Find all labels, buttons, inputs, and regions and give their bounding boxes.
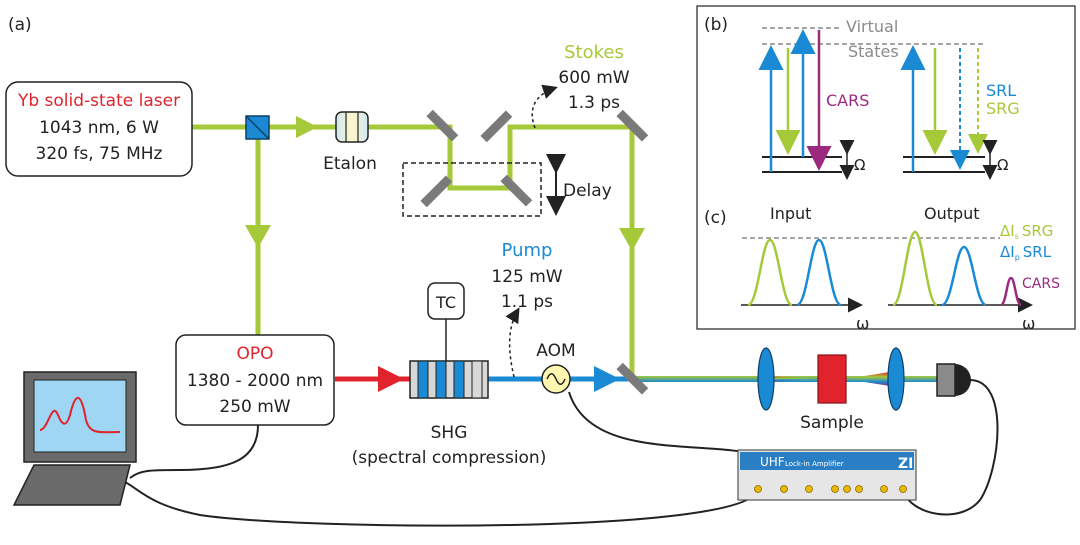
omega-label-right: Ω [997, 156, 1008, 174]
detector-icon [936, 363, 971, 397]
opo-arrow-down [245, 225, 271, 248]
input-label: Input [770, 204, 811, 223]
opo-range: 1380 - 2000 nm [187, 371, 323, 391]
shg-crystal-icon [409, 360, 489, 399]
panel-c-tag: (c) [704, 208, 727, 228]
beam-splitter-icon [245, 115, 270, 140]
output-stokes-peak [892, 230, 938, 307]
delta-ip-text: SRL [1023, 243, 1052, 261]
stokes-title: Stokes [564, 42, 624, 63]
laser-spec-2: 320 fs, 75 MHz [36, 144, 163, 164]
output-pump-peak [941, 245, 987, 307]
panel-a-tag: (a) [8, 15, 32, 35]
stokes-arrow-right [296, 116, 318, 138]
pump-duration: 1.1 ps [501, 292, 553, 312]
delta-ip-symbol: ΔI [1000, 243, 1015, 261]
delta-is-text: SRG [1022, 222, 1054, 240]
pump-power: 125 mW [491, 267, 562, 287]
lockin-amplifier: UHF Lock-in Amplifier ZI [737, 449, 917, 501]
input-stokes-peak [747, 238, 793, 307]
etalon-label: Etalon [323, 154, 377, 174]
shg-sublabel: (spectral compression) [352, 448, 547, 468]
laser-box [5, 81, 193, 177]
output-cars-label: CARS [1022, 276, 1060, 292]
delay-stage-box [402, 162, 542, 217]
opo-output-arrow [378, 366, 404, 392]
delay-label: Delay [563, 181, 612, 201]
delta-ip-sub: p [1015, 253, 1020, 262]
sample-label: Sample [800, 413, 864, 433]
output-cars-peak [1000, 276, 1022, 307]
output-label: Output [924, 204, 980, 223]
aom-label: AOM [536, 341, 575, 361]
laser-title: Yb solid-state laser [17, 91, 180, 111]
lockin-logo: ZI [898, 456, 913, 472]
etalon-icon [335, 111, 369, 143]
delta-is-sub: s [1015, 232, 1019, 241]
computer-icon [12, 371, 137, 506]
cars-label: CARS [826, 91, 869, 110]
panel-b-tag: (b) [704, 15, 728, 35]
lockin-brand: UHF [760, 455, 785, 469]
lens-2-icon [887, 347, 905, 411]
lens-1-icon [757, 347, 775, 411]
opo-box [175, 334, 335, 426]
input-axis-label: ω [856, 314, 869, 333]
delta-is-symbol: ΔI [1000, 222, 1015, 240]
tc-label: TC [435, 293, 456, 312]
srl-label: SRL [986, 81, 1016, 100]
lockin-sub: Lock-in Amplifier [785, 460, 844, 468]
focused-beam-out [845, 372, 890, 386]
stokes-power: 600 mW [558, 68, 629, 88]
delay-mirrors [420, 109, 649, 395]
virtual-label: Virtual [846, 17, 898, 36]
focused-beam-in [766, 376, 818, 382]
srg-label: SRG [986, 99, 1020, 118]
input-pump-peak [796, 238, 842, 307]
shg-label: SHG [431, 423, 468, 443]
pump-arrow [594, 366, 620, 392]
omega-label-left: Ω [854, 156, 865, 174]
pump-output-arrow [505, 307, 520, 378]
stokes-output-arrow [531, 84, 558, 129]
opo-power: 250 mW [219, 397, 290, 417]
output-axis-label: ω [1022, 314, 1035, 333]
stokes-duration: 1.3 ps [568, 93, 620, 113]
stokes-arrow-down [619, 228, 645, 251]
opo-title: OPO [236, 344, 273, 364]
pump-title: Pump [502, 240, 553, 261]
aom-icon [541, 364, 571, 394]
laser-spec-1: 1043 nm, 6 W [39, 118, 159, 138]
sample-icon [817, 354, 847, 404]
states-label: States [848, 42, 899, 61]
